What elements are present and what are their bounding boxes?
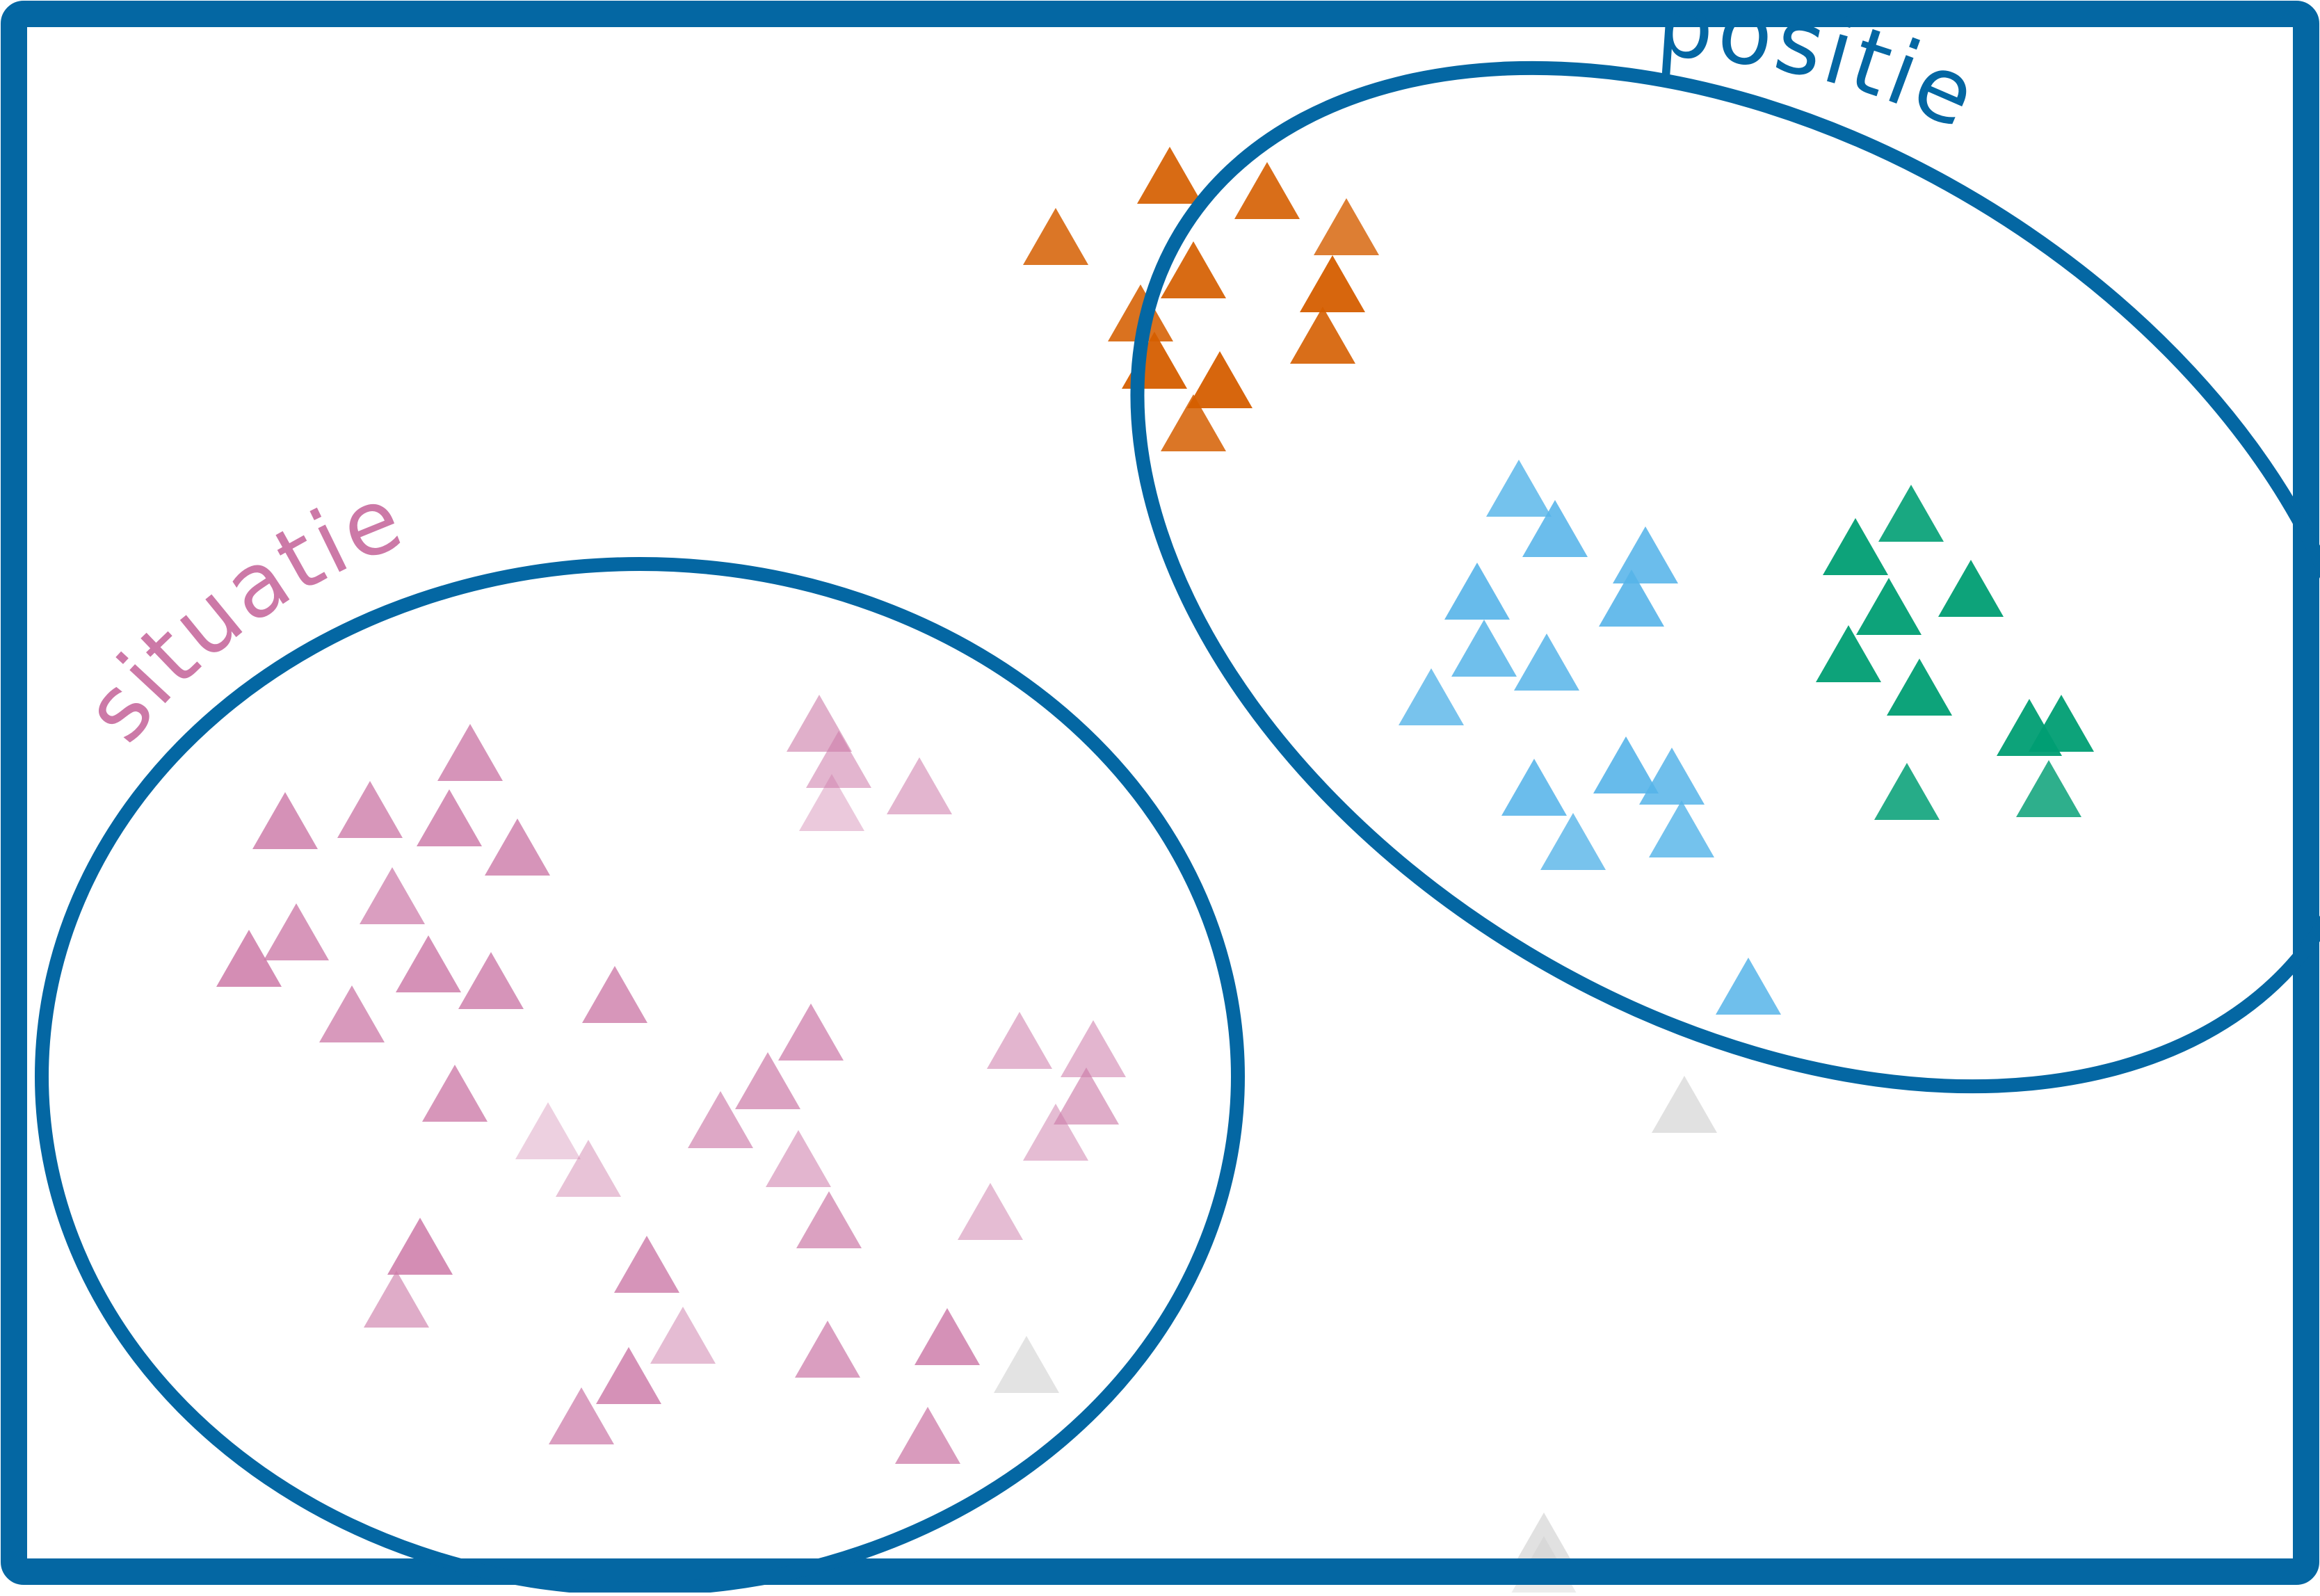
orange-triangle-7 (1300, 255, 1365, 312)
pink-triangle-19 (688, 1091, 753, 1148)
pink-triangle-38 (895, 1407, 960, 1464)
pink-triangle-28 (796, 1191, 862, 1248)
orange-triangle-5 (1161, 241, 1226, 298)
pink-triangle-25 (515, 1102, 581, 1159)
pink-triangle-14 (806, 731, 871, 788)
pink-triangle-33 (650, 1307, 716, 1364)
pink-triangle-7 (264, 903, 329, 960)
orange-triangle-8 (1290, 307, 1355, 364)
pink-triangle-34 (596, 1347, 661, 1404)
pink-triangle-11 (319, 985, 385, 1042)
pink-triangle-29 (958, 1183, 1023, 1240)
pink-triangle-32 (364, 1271, 429, 1328)
pink-triangle-31 (614, 1236, 679, 1293)
green-triangle-9 (1874, 763, 1940, 820)
pink-triangle-5 (485, 819, 550, 876)
green-triangle-2 (1823, 518, 1888, 575)
blue-triangle-2 (1522, 500, 1588, 557)
orange-triangle-3 (1023, 208, 1088, 265)
blue-triangle-3 (1613, 526, 1678, 583)
pink-triangle-27 (766, 1130, 831, 1187)
blue-triangle-10 (1501, 759, 1567, 816)
pink-triangle-22 (1054, 1067, 1119, 1125)
pink-triangle-26 (556, 1140, 621, 1197)
pink-triangle-30 (387, 1218, 453, 1275)
pink-triangle-17 (778, 1003, 844, 1061)
green-triangle-4 (1856, 578, 1922, 635)
situatie-label-text: situatie (65, 465, 415, 761)
blue-triangle-12 (1540, 813, 1606, 870)
pink-triangle-9 (396, 935, 461, 992)
gray-triangle-2 (994, 1336, 1059, 1393)
pink-triangle-35 (549, 1387, 614, 1444)
pink-triangle-16 (887, 757, 952, 814)
blue-triangle-1 (1486, 460, 1552, 517)
gray-triangle-3 (1511, 1513, 1577, 1570)
pink-triangle-1 (437, 724, 503, 781)
green-triangle-3 (1938, 560, 2004, 617)
pink-triangle-36 (795, 1321, 860, 1378)
blue-triangle-5 (1599, 570, 1664, 627)
pink-triangle-4 (417, 789, 482, 846)
blue-triangle-8 (1399, 668, 1464, 725)
blue-triangle-6 (1451, 620, 1517, 677)
pink-triangle-15 (799, 774, 864, 831)
pink-triangle-2 (252, 792, 318, 849)
gray-triangle-1 (1652, 1076, 1717, 1133)
green-triangle-8 (2029, 695, 2094, 752)
pink-triangle-10 (458, 952, 524, 1009)
pink-triangle-18 (735, 1052, 800, 1109)
triangle-markers (216, 147, 2094, 1593)
pink-triangle-8 (216, 930, 282, 987)
pink-triangle-37 (915, 1308, 980, 1365)
orange-triangle-4 (1314, 198, 1379, 255)
orange-triangle-11 (1161, 394, 1226, 451)
situatie-label: situatie (65, 465, 418, 761)
blue-triangle-9 (1593, 736, 1659, 793)
green-triangle-1 (1878, 485, 1944, 542)
pink-triangle-23 (1023, 1104, 1088, 1161)
blue-triangle-11 (1639, 748, 1705, 805)
pink-triangle-6 (360, 867, 425, 924)
pink-triangle-20 (987, 1012, 1052, 1069)
positie-ellipse (1130, 61, 2320, 1094)
blue-triangle-7 (1514, 634, 1579, 691)
orange-triangle-1 (1137, 147, 1202, 204)
situatie-ellipse (35, 557, 1245, 1596)
blue-triangle-4 (1444, 563, 1510, 620)
pink-triangle-3 (337, 781, 403, 838)
orange-triangle-10 (1187, 351, 1252, 408)
orange-triangle-2 (1234, 162, 1300, 219)
pink-triangle-21 (1061, 1020, 1126, 1077)
green-triangle-6 (1887, 659, 1952, 716)
green-triangle-10 (2016, 760, 2081, 817)
pink-triangle-12 (582, 966, 647, 1023)
green-triangle-5 (1816, 625, 1881, 682)
blue-triangle-14 (1716, 958, 1781, 1015)
blue-triangle-13 (1649, 800, 1714, 857)
pink-triangle-24 (422, 1065, 488, 1122)
